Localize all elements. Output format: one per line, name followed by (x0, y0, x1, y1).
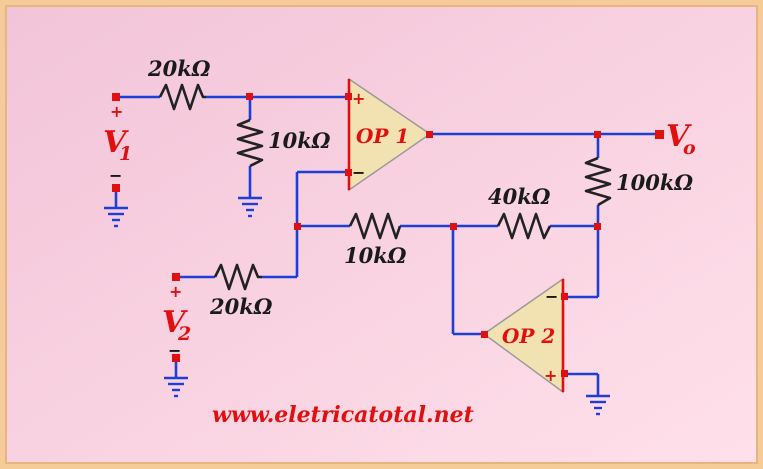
resistor-r5 (348, 212, 402, 240)
v2-subscript: 2 (177, 323, 191, 345)
resistor-r5-label: 10kΩ (344, 243, 407, 268)
opamp-1-minus-sign: − (352, 163, 365, 182)
website-credit: www.eletricatotal.net (212, 402, 474, 428)
resistor-r3 (496, 212, 552, 240)
resistor-r1 (158, 83, 206, 111)
v2-minus-sign: − (168, 341, 181, 360)
v2-label: V (162, 305, 188, 340)
v2-plus-sign: + (169, 282, 182, 301)
resistor-r4 (584, 156, 612, 207)
resistor-r3-label: 40kΩ (488, 184, 551, 209)
resistor-r6-label: 20kΩ (209, 294, 273, 319)
ground-icon (238, 196, 262, 218)
resistor-r4-label: 100kΩ (616, 170, 693, 195)
ground-icon (586, 394, 610, 416)
resistor-r2 (236, 118, 264, 168)
vo-label: V (666, 119, 692, 154)
resistor-r2-label: 10kΩ (268, 128, 331, 153)
resistor-r1-label: 20kΩ (147, 56, 211, 81)
v1-plus-sign: + (110, 102, 123, 121)
vo-subscript: o (683, 137, 696, 159)
opamp-1-label: OP 1 (356, 124, 409, 148)
v1-minus-sign: − (109, 166, 122, 185)
resistor-r6 (213, 263, 262, 291)
v1-label: V (103, 125, 129, 160)
opamp-2-plus-sign: + (544, 366, 557, 385)
opamp-2-label: OP 2 (502, 324, 555, 348)
ground-icon (164, 376, 188, 398)
v1-subscript: 1 (119, 143, 132, 165)
ground-icon (104, 206, 128, 228)
opamp-2-minus-sign: − (545, 287, 558, 306)
connection-nodes (112, 93, 664, 377)
opamp-1-plus-sign: + (352, 89, 365, 108)
